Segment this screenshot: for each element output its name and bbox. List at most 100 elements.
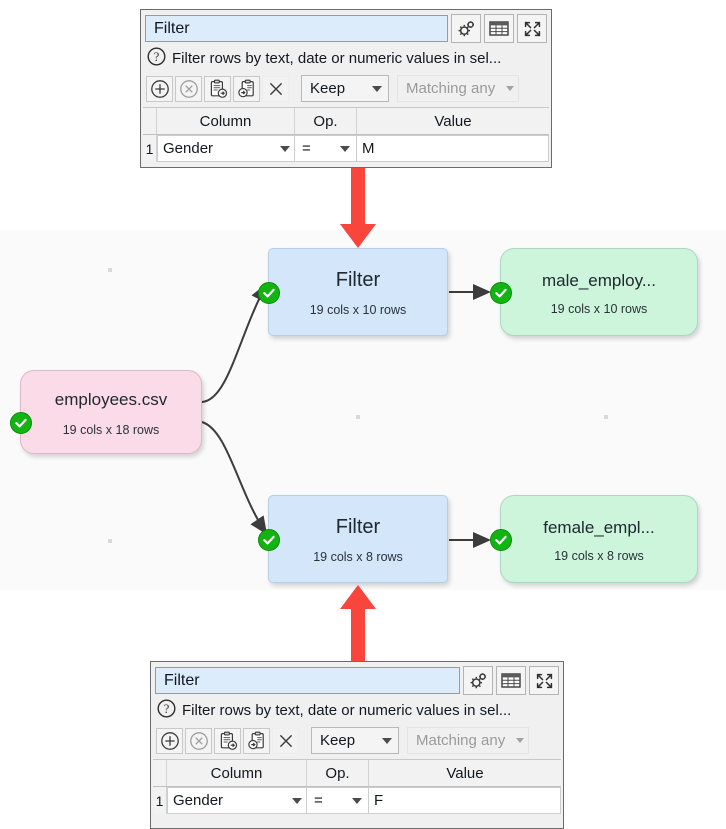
row-op-value: = xyxy=(302,140,311,157)
clear-all-icon[interactable] xyxy=(262,75,289,102)
settings-gears-icon[interactable] xyxy=(463,666,493,695)
grid-dot xyxy=(108,539,112,543)
status-ok-icon xyxy=(490,529,512,551)
callout-arrow-down xyxy=(340,168,376,248)
svg-text:?: ? xyxy=(154,50,160,64)
paste-from-clipboard-icon[interactable] xyxy=(233,75,260,102)
row-op-value: = xyxy=(314,792,323,809)
table-header-row: Column Op. Value xyxy=(143,108,549,135)
filter-match-dropdown[interactable]: Matching any xyxy=(407,727,529,754)
filter-match-value: Matching any xyxy=(406,80,496,97)
node-subtitle: 19 cols x 8 rows xyxy=(554,548,644,563)
node-title: employees.csv xyxy=(54,389,168,409)
chevron-down-icon xyxy=(382,737,392,744)
node-employees-csv[interactable]: employees.csv 19 cols x 18 rows xyxy=(10,370,202,454)
copy-to-clipboard-icon[interactable] xyxy=(214,727,241,754)
status-ok-icon xyxy=(490,282,512,304)
flow-canvas[interactable]: employees.csv 19 cols x 18 rows Filter 1… xyxy=(0,230,726,590)
add-row-icon[interactable] xyxy=(156,727,183,754)
filter-mode-value: Keep xyxy=(310,80,346,97)
panel-toolbar: Keep Matching any xyxy=(151,724,563,758)
filter-settings-panel-bottom: Filter xyxy=(150,661,564,829)
panel-title-row: Filter xyxy=(141,10,551,45)
callout-arrow-up xyxy=(340,585,376,663)
node-title: Filter xyxy=(335,268,381,291)
node-subtitle: 19 cols x 8 rows xyxy=(313,549,403,564)
row-index: 1 xyxy=(153,787,167,814)
panel-description-row: ? Filter rows by text, date or numeric v… xyxy=(151,697,563,724)
panel-title-input[interactable]: Filter xyxy=(155,667,460,694)
node-title: Filter xyxy=(335,515,381,538)
chevron-down-icon xyxy=(372,85,382,92)
table-grid-icon[interactable] xyxy=(484,14,514,43)
row-column-select[interactable]: Gender xyxy=(157,135,295,162)
node-output-male-employees[interactable]: male_employ... 19 cols x 10 rows xyxy=(490,248,698,336)
status-ok-icon xyxy=(258,529,280,551)
panel-toolbar: Keep Matching any xyxy=(141,72,551,106)
filter-match-value: Matching any xyxy=(416,732,506,749)
edge-source-to-filter-male xyxy=(201,283,267,403)
header-index xyxy=(143,108,157,134)
header-value[interactable]: Value xyxy=(446,764,484,782)
panel-description: Filter rows by text, date or numeric val… xyxy=(172,50,502,67)
edge-source-to-filter-female xyxy=(201,421,268,535)
status-ok-icon xyxy=(258,282,280,304)
panel-title-row: Filter xyxy=(151,662,563,697)
chevron-down-icon xyxy=(506,86,514,91)
node-filter-male[interactable]: Filter 19 cols x 10 rows xyxy=(258,248,448,336)
settings-gears-icon[interactable] xyxy=(451,14,481,43)
chevron-down-icon xyxy=(352,797,362,804)
row-column-value: Gender xyxy=(173,792,224,809)
paste-from-clipboard-icon[interactable] xyxy=(243,727,270,754)
filter-mode-dropdown[interactable]: Keep xyxy=(311,727,399,754)
filter-match-dropdown[interactable]: Matching any xyxy=(397,75,519,102)
copy-to-clipboard-icon[interactable] xyxy=(204,75,231,102)
node-subtitle: 19 cols x 18 rows xyxy=(62,422,160,437)
chevron-down-icon xyxy=(280,145,290,152)
header-column[interactable]: Column xyxy=(157,108,295,134)
panel-description-row: ? Filter rows by text, date or numeric v… xyxy=(141,45,551,72)
row-op-select[interactable]: = xyxy=(307,787,369,814)
row-index: 1 xyxy=(143,135,157,162)
row-column-value: Gender xyxy=(163,140,214,157)
header-op[interactable]: Op. xyxy=(307,760,369,786)
remove-row-icon[interactable] xyxy=(175,75,202,102)
add-row-icon[interactable] xyxy=(146,75,173,102)
header-value[interactable]: Value xyxy=(434,112,472,130)
filter-settings-panel-top: Filter xyxy=(140,9,552,168)
expand-arrows-icon[interactable] xyxy=(517,14,547,43)
question-circle-icon[interactable]: ? xyxy=(157,699,176,723)
filter-conditions-table: Column Op. Value 1 Gender = M xyxy=(143,107,549,162)
filter-conditions-table: Column Op. Value 1 Gender = F xyxy=(153,759,561,814)
table-header-row: Column Op. Value xyxy=(153,760,561,787)
chevron-down-icon xyxy=(340,145,350,152)
status-ok-icon xyxy=(10,412,32,434)
panel-description: Filter rows by text, date or numeric val… xyxy=(182,702,512,719)
row-value-input[interactable]: F xyxy=(369,787,561,814)
table-grid-icon[interactable] xyxy=(496,666,526,695)
chevron-down-icon xyxy=(516,738,524,743)
chevron-down-icon xyxy=(292,797,302,804)
expand-arrows-icon[interactable] xyxy=(529,666,559,695)
header-column[interactable]: Column xyxy=(167,760,307,786)
remove-row-icon[interactable] xyxy=(185,727,212,754)
filter-mode-value: Keep xyxy=(320,732,356,749)
grid-dot xyxy=(356,415,360,419)
node-title: male_employ... xyxy=(541,270,656,290)
row-value-input[interactable]: M xyxy=(357,135,549,162)
svg-text:?: ? xyxy=(164,702,170,716)
node-title: female_empl... xyxy=(543,517,655,537)
header-op[interactable]: Op. xyxy=(295,108,357,134)
node-output-female-employees[interactable]: female_empl... 19 cols x 8 rows xyxy=(490,495,698,583)
panel-title-input[interactable]: Filter xyxy=(145,15,448,42)
grid-dot xyxy=(108,268,112,272)
row-op-select[interactable]: = xyxy=(295,135,357,162)
question-circle-icon[interactable]: ? xyxy=(147,47,166,71)
row-column-select[interactable]: Gender xyxy=(167,787,307,814)
node-filter-female[interactable]: Filter 19 cols x 8 rows xyxy=(258,495,448,583)
table-row: 1 Gender = F xyxy=(153,787,561,814)
grid-dot xyxy=(604,415,608,419)
filter-mode-dropdown[interactable]: Keep xyxy=(301,75,389,102)
header-index xyxy=(153,760,167,786)
clear-all-icon[interactable] xyxy=(272,727,299,754)
